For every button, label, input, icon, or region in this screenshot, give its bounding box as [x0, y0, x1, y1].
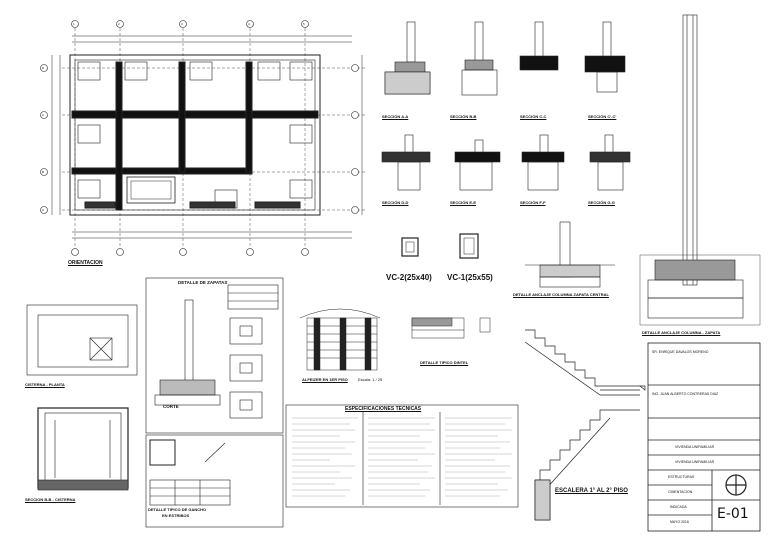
tall-column	[639, 14, 761, 326]
foundation-plan	[51, 28, 365, 250]
engineer-name: ING. JUAN ALBERTO CONTRERAS DIAZ	[652, 392, 719, 396]
section-aa-label: SECCIÓN A-A	[382, 114, 409, 119]
sections-row2	[381, 134, 631, 191]
cistern-section-label: SECCION B-B - CISTERNA	[25, 497, 76, 502]
tb-label-estructuras: ESTRUCTURAS	[668, 475, 695, 479]
column-vc2-label: VC-2(25x40)	[386, 273, 432, 282]
section-ff-label: SECCIÓN F-F	[520, 200, 546, 205]
hooks-title: DETALLE TIPICO DE GANCHO	[148, 507, 207, 512]
tb-label-cimentacion: CIMENTACION	[668, 490, 693, 494]
axis-label-c: C	[42, 113, 45, 117]
axis-label-d: D	[42, 66, 45, 70]
section-cc-label: SECCIÓN C-C	[520, 114, 547, 119]
axis-label-3: 3	[181, 22, 183, 26]
section-bb-label: SECCIÓN B-B	[450, 114, 477, 119]
owner-name: SR. ENRIQUE DAVALOS MORENO	[652, 350, 709, 354]
sections-row1	[384, 21, 626, 96]
wall-title: ALFEIZER EN 1ER PISO	[302, 377, 348, 382]
plan-title: ORIENTACION	[68, 260, 103, 266]
section-gg-label: SECCIÓN G-G	[588, 200, 615, 205]
cistern-plan-label: CISTERNA - PLANTA	[25, 382, 65, 387]
logo-icon	[725, 474, 747, 496]
tb-label-date: MAYO 2016	[670, 520, 689, 524]
axis-label-2: 2	[118, 22, 120, 26]
brick-wall	[299, 308, 381, 371]
anchor-central-label: DETALLE ANCLAJE COLUMNA ZAPATA CENTRAL	[513, 292, 609, 297]
sheet-number: E-01	[717, 506, 749, 522]
title-block-frame	[647, 342, 761, 532]
stairs-title: ESCALERA 1° AL 2° PISO	[555, 488, 628, 494]
section-cpc-label: SECCIÓN C'-C'	[588, 114, 617, 119]
project-row-2: VIVIENDA UNIFAMILIAR	[675, 460, 715, 464]
stairs-drawing	[524, 329, 646, 521]
lintel-title: DETALLE TIPICO DINTEL	[420, 360, 469, 365]
axis-label-1: 1	[73, 22, 75, 26]
axis-label-4: 4	[248, 22, 250, 26]
specs-title: ESPECIFICACIONES TECNICAS	[345, 406, 422, 412]
footings-cut-label: CORTE	[163, 404, 179, 409]
footings-title: DETALLE DE ZAPATAS	[178, 280, 228, 285]
wall-scale: Escala: 1 / 25	[358, 377, 383, 382]
axis-label-b: B	[42, 170, 45, 174]
axis-label-a: A	[42, 208, 45, 212]
anchor-zapata-label: DETALLE ANCLAJE COLUMNA - ZAPATA	[642, 330, 721, 335]
section-dd-label: SECCIÓN D-D	[382, 200, 409, 205]
hooks-subtitle: EN ESTRIBOS	[162, 513, 190, 518]
column-vc1-label: VC-1(25x55)	[447, 273, 493, 282]
axis-label-5: 5	[303, 22, 305, 26]
section-ee-label: SECCIÓN E-E	[450, 200, 477, 205]
tb-label-indicada: INDICADA	[670, 505, 687, 509]
column-sections	[401, 233, 479, 259]
project-row-1: VIVIENDA UNIFAMILIAR	[675, 445, 715, 449]
